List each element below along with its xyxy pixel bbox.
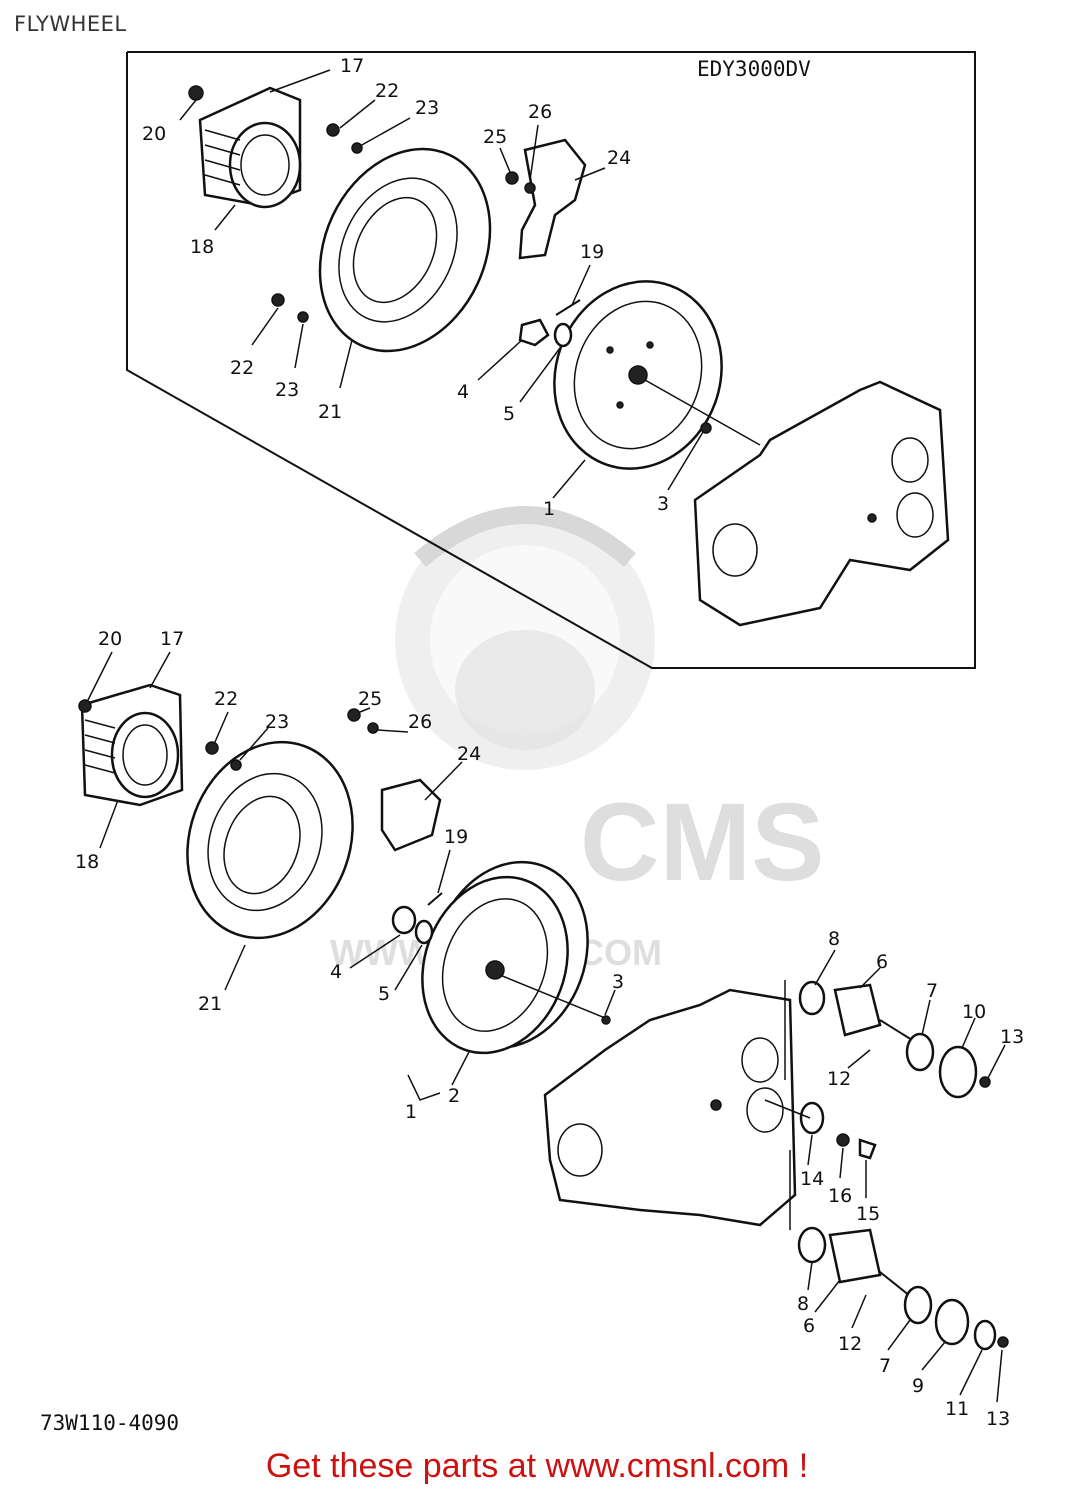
governor-upper bbox=[784, 980, 991, 1099]
callout-21: 21 bbox=[318, 401, 342, 423]
callout-21: 21 bbox=[198, 993, 222, 1015]
callout-3: 3 bbox=[657, 493, 669, 515]
callout-7: 7 bbox=[926, 980, 938, 1002]
top-duct-assembly bbox=[188, 85, 302, 209]
callout-6: 6 bbox=[803, 1315, 815, 1337]
diagram-code: 73W110-4090 bbox=[40, 1411, 179, 1435]
top-shroud bbox=[271, 123, 492, 353]
callout-10: 10 bbox=[962, 1001, 986, 1023]
callout-24: 24 bbox=[457, 743, 481, 765]
callout-17: 17 bbox=[340, 55, 364, 77]
callout-11: 11 bbox=[945, 1398, 969, 1420]
bottom-duct-assembly bbox=[78, 683, 184, 807]
callout-23: 23 bbox=[265, 711, 289, 733]
callout-6: 6 bbox=[876, 951, 888, 973]
callout-3: 3 bbox=[612, 971, 624, 993]
callout-8: 8 bbox=[828, 928, 840, 950]
callout-12: 12 bbox=[838, 1333, 862, 1355]
callout-7: 7 bbox=[879, 1355, 891, 1377]
callout-2: 2 bbox=[448, 1085, 460, 1107]
callout-5: 5 bbox=[378, 983, 390, 1005]
callout-19: 19 bbox=[444, 826, 468, 848]
callout-15: 15 bbox=[856, 1203, 880, 1225]
callout-4: 4 bbox=[330, 961, 342, 983]
callout-14: 14 bbox=[800, 1168, 824, 1190]
callout-23: 23 bbox=[415, 97, 439, 119]
callout-26: 26 bbox=[408, 711, 432, 733]
callout-1: 1 bbox=[543, 498, 555, 520]
top-callouts: 17 20 22 23 25 26 24 18 19 22 23 21 4 5 … bbox=[142, 55, 669, 520]
bottom-engine-block bbox=[543, 988, 797, 1227]
top-leaders bbox=[179, 69, 704, 499]
page-title: FLYWHEEL bbox=[14, 12, 127, 36]
callout-25: 25 bbox=[483, 126, 507, 148]
bottom-shroud bbox=[186, 740, 354, 940]
model-label: EDY3000DV bbox=[697, 57, 811, 81]
callout-24: 24 bbox=[607, 147, 631, 169]
callout-19: 19 bbox=[580, 241, 604, 263]
callout-23: 23 bbox=[275, 379, 299, 401]
callout-8: 8 bbox=[797, 1293, 809, 1315]
callout-13: 13 bbox=[1000, 1026, 1024, 1048]
watermark-brand: CMS bbox=[580, 781, 824, 904]
callout-22: 22 bbox=[230, 357, 254, 379]
callout-22: 22 bbox=[375, 80, 399, 102]
callout-1: 1 bbox=[405, 1101, 417, 1123]
bottom-leaders bbox=[87, 651, 1006, 1403]
top-bracket bbox=[505, 138, 587, 260]
callout-5: 5 bbox=[503, 403, 515, 425]
top-engine-block bbox=[693, 380, 950, 627]
callout-4: 4 bbox=[457, 381, 469, 403]
callout-22: 22 bbox=[214, 688, 238, 710]
callout-18: 18 bbox=[190, 236, 214, 258]
footer-cta[interactable]: Get these parts at www.cmsnl.com ! bbox=[265, 1447, 809, 1485]
callout-16: 16 bbox=[828, 1185, 852, 1207]
bottom-callouts: 20 17 22 23 25 26 24 18 19 21 4 5 3 1 2 … bbox=[75, 628, 1024, 1430]
callout-20: 20 bbox=[142, 123, 166, 145]
callout-20: 20 bbox=[98, 628, 122, 650]
bottom-flywheel bbox=[391, 860, 611, 1055]
callout-13: 13 bbox=[986, 1408, 1010, 1430]
governor-lower bbox=[764, 1099, 1009, 1351]
callout-18: 18 bbox=[75, 851, 99, 873]
callout-12: 12 bbox=[827, 1068, 851, 1090]
callout-17: 17 bbox=[160, 628, 184, 650]
top-flywheel bbox=[518, 280, 761, 470]
edy3000dv-frame bbox=[126, 51, 976, 669]
callout-25: 25 bbox=[358, 688, 382, 710]
callout-26: 26 bbox=[528, 101, 552, 123]
bottom-bracket bbox=[347, 708, 442, 852]
callout-9: 9 bbox=[912, 1375, 924, 1397]
